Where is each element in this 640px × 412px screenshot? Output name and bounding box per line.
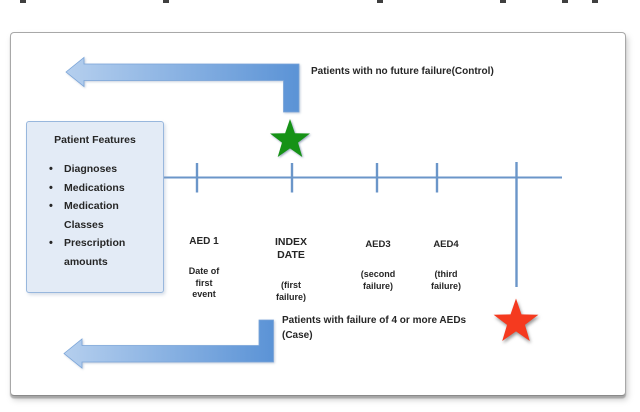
event-subtitle: (first failure) [275,280,306,302]
control-left-arrow [65,56,300,113]
patient-features-list: Diagnoses Medications Medication Classes… [27,160,163,271]
red-star-icon [493,298,539,342]
event-label-aed4: AED4 (third failure) [431,221,461,310]
control-arrow-label: Patients with no future failure(Control) [311,66,494,77]
patient-features-box: Patient Features Diagnoses Medications M… [26,121,164,293]
event-subtitle: Date of first event [188,266,220,299]
event-title: AED 1 [189,236,219,247]
green-star-icon [270,119,310,157]
patient-features-title: Patient Features [54,134,136,146]
timeline [163,162,562,287]
feature-item-diagnoses: Diagnoses [49,160,163,179]
text-fragment [500,0,506,3]
event-label-index-date: INDEX DATE (first failure) [275,218,307,321]
text-fragment [377,0,383,3]
event-title: INDEX DATE [274,236,308,261]
case-left-arrow [63,319,274,369]
feature-item-medications: Medications [49,179,163,198]
event-subtitle: (second failure) [360,269,396,291]
feature-item-medication-classes: Medication Classes [49,197,163,234]
case-arrow-label-line2: (Case) [282,329,313,341]
event-title: AED4 [433,239,459,250]
text-fragment [163,0,169,3]
event-title: AED3 [365,239,391,250]
text-fragment [592,0,598,3]
feature-item-prescription-amounts: Prescription amounts [49,234,163,271]
event-subtitle: (third failure) [430,269,462,291]
event-label-aed3: AED3 (second failure) [361,221,396,310]
case-arrow-label-line1: Patients with failure of 4 or more AEDs [282,315,467,326]
event-label-aed1: AED 1 Date of first event [189,218,220,319]
case-arrow-label: Patients with failure of 4 or more AEDs … [282,314,466,343]
text-fragment [562,0,568,3]
text-fragment [20,0,26,3]
